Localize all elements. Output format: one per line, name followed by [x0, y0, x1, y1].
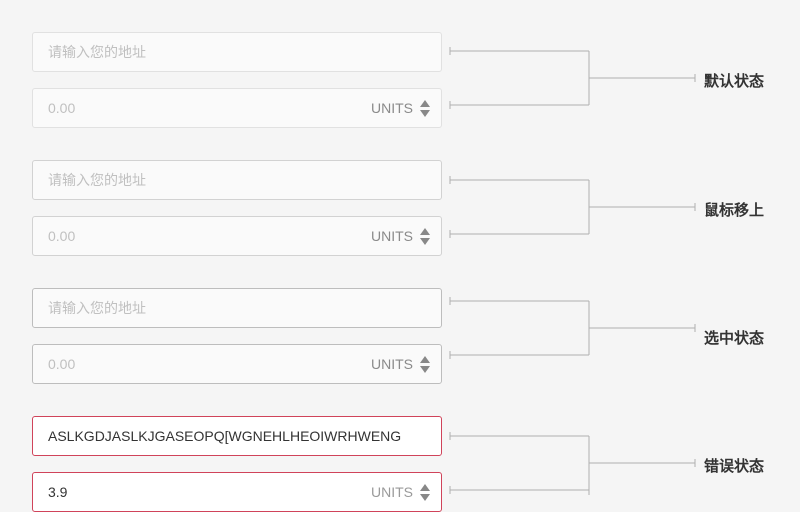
address-input-hover[interactable]: 请输入您的地址	[32, 160, 442, 200]
amount-input-error[interactable]: 3.9 UNITS	[32, 472, 442, 512]
address-input-error[interactable]: ASLKGDJASLKJGASEOPQ[WGNEHLHEOIWRHWENG	[32, 416, 442, 456]
address-value: ASLKGDJASLKJGASEOPQ[WGNEHLHEOIWRHWENG	[48, 428, 402, 444]
amount-value: 3.9	[48, 484, 68, 500]
amount-input-focus[interactable]: 0.00 UNITS	[32, 344, 442, 384]
amount-input-hover[interactable]: 0.00 UNITS	[32, 216, 442, 256]
up-down-triangle-icon[interactable]	[419, 355, 431, 373]
address-placeholder: 请输入您的地址	[48, 300, 146, 316]
amount-input-default[interactable]: 0.00 UNITS	[32, 88, 442, 128]
unit-label: UNITS	[371, 356, 413, 372]
unit-label: UNITS	[371, 100, 413, 116]
amount-placeholder: 0.00	[48, 100, 76, 116]
up-down-triangle-icon[interactable]	[419, 483, 431, 501]
state-label-hover: 鼠标移上	[704, 202, 765, 219]
connector-lines	[449, 47, 696, 495]
amount-placeholder: 0.00	[48, 356, 76, 372]
amount-placeholder: 0.00	[48, 228, 76, 244]
state-label-error: 错误状态	[704, 458, 765, 475]
address-placeholder: 请输入您的地址	[48, 172, 146, 188]
up-down-triangle-icon[interactable]	[419, 99, 431, 117]
address-placeholder: 请输入您的地址	[48, 44, 146, 60]
state-label-focus: 选中状态	[704, 330, 765, 347]
up-down-triangle-icon[interactable]	[419, 227, 431, 245]
unit-label: UNITS	[371, 228, 413, 244]
address-input-focus[interactable]: 请输入您的地址	[32, 288, 442, 328]
address-input-default[interactable]: 请输入您的地址	[32, 32, 442, 72]
unit-label: UNITS	[371, 484, 413, 500]
state-label-default: 默认状态	[704, 73, 765, 90]
